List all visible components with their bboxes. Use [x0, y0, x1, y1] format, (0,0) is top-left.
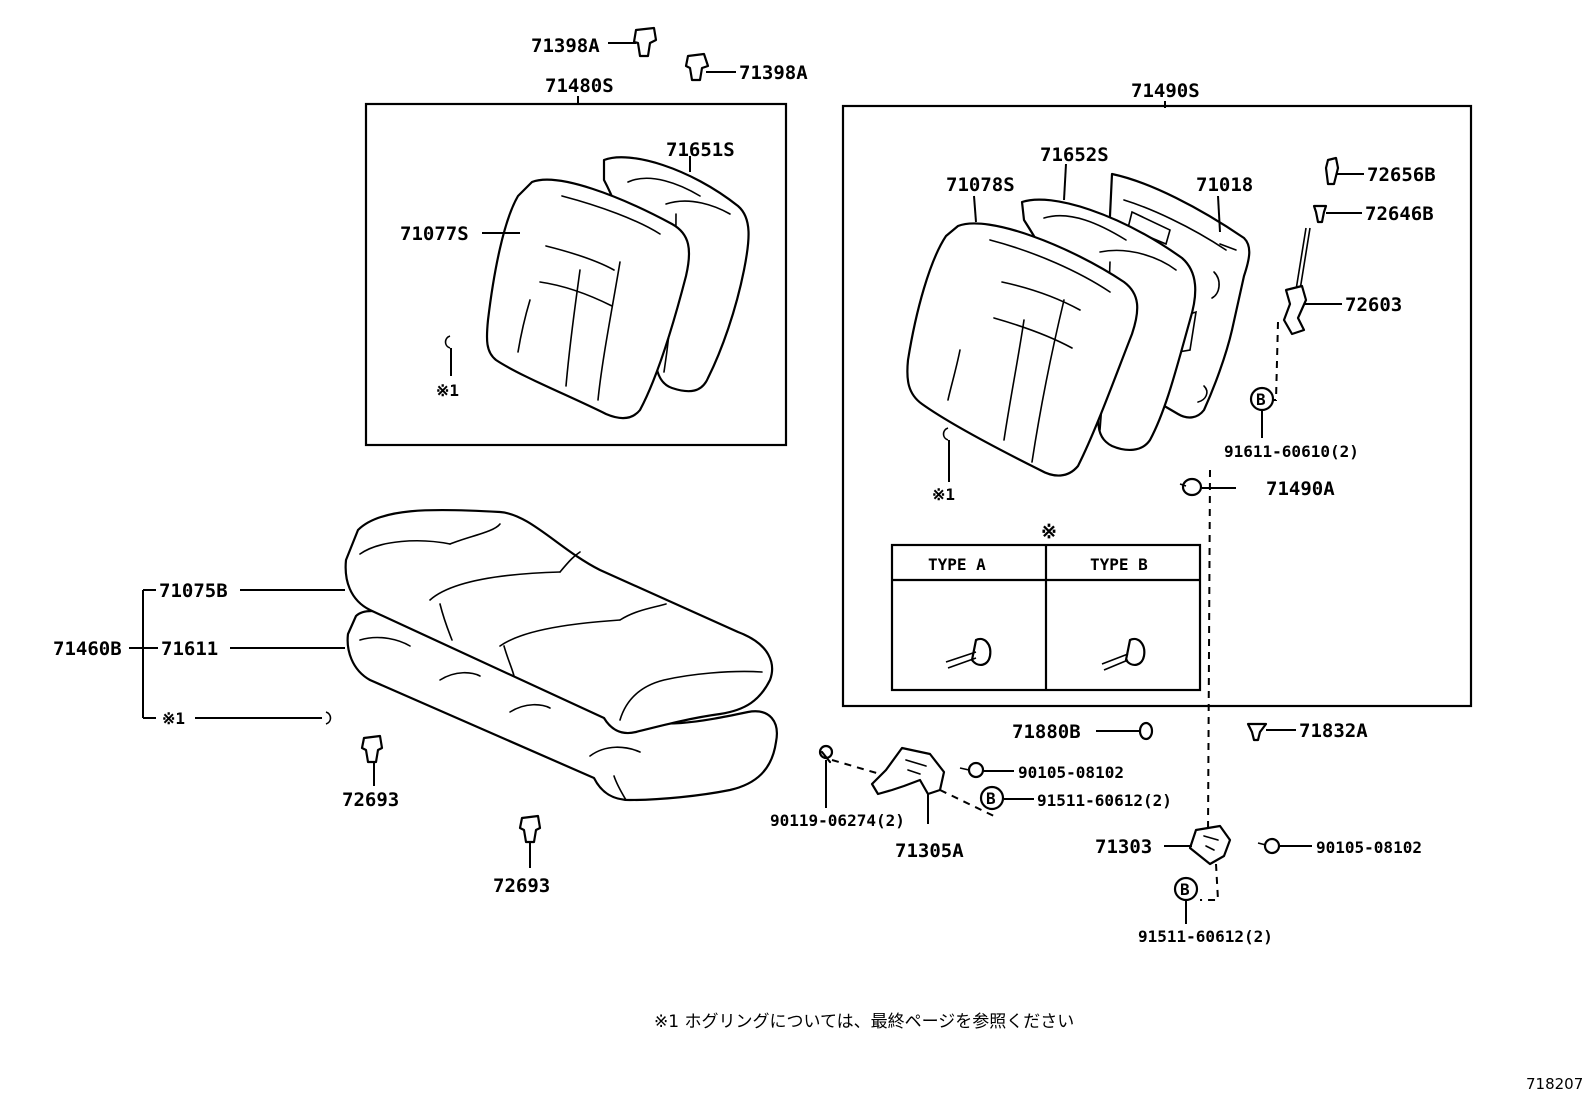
label-91511-60612-1: 91511-60612(2) [1037, 791, 1172, 810]
label-72693-1: 72693 [342, 789, 399, 811]
nut-90105-2 [1257, 837, 1312, 855]
label-90105-08102-1: 90105-08102 [1018, 763, 1124, 782]
bolt-b-91611: B [1249, 386, 1275, 438]
label-71305a: 71305A [895, 840, 964, 862]
bracket-71460b [129, 589, 345, 725]
label-71652s: 71652S [1040, 144, 1109, 166]
svg-text:B: B [986, 789, 996, 808]
hog-ring-type-table: ※ TYPE A TYPE B [890, 521, 1202, 692]
bolt-b-91511-2: B [1173, 876, 1199, 924]
label-71460b: 71460B [53, 638, 122, 660]
hinge-71303 [1164, 824, 1232, 901]
label-91511-60612-2: 91511-60612(2) [1138, 927, 1273, 946]
label-note1-right: ※1 [932, 485, 955, 504]
label-71303: 71303 [1095, 836, 1152, 858]
clip-71832a [1246, 722, 1296, 742]
label-71490s: 71490S [1131, 80, 1200, 102]
svg-text:B: B [1256, 390, 1266, 409]
label-90119-06274: 90119-06274(2) [770, 811, 905, 830]
label-71880b: 71880B [1012, 721, 1081, 743]
hinge-71305a [818, 744, 999, 824]
label-71075b: 71075B [159, 580, 228, 602]
label-note1-left: ※1 [436, 381, 459, 400]
label-71611: 71611 [161, 638, 218, 660]
diagram-code: 718207 [1526, 1075, 1583, 1093]
assembly-box-71490s [841, 104, 1473, 708]
clip-72693-bottom [518, 814, 542, 868]
bolt-72646b [1312, 204, 1362, 224]
label-71398a-1: 71398A [531, 35, 600, 57]
label-note1-bottom: ※1 [162, 709, 185, 728]
type-a-label: TYPE A [928, 555, 986, 574]
clip-72693-left [360, 734, 384, 786]
clip-71880b [1096, 721, 1154, 741]
cover-71075b [344, 508, 774, 735]
clip-71490a [1179, 477, 1236, 497]
label-71077s: 71077S [400, 223, 469, 245]
type-b-label: TYPE B [1090, 555, 1148, 574]
label-72656b: 72656B [1367, 164, 1436, 186]
label-72646b: 72646B [1365, 203, 1434, 225]
clip-71398a-top [608, 26, 658, 58]
bolt-b-91511-1: B [979, 785, 1034, 811]
label-72693-2: 72693 [493, 875, 550, 897]
assembly-box-71480s [364, 102, 788, 447]
label-71398a-2: 71398A [739, 62, 808, 84]
label-71490a: 71490A [1266, 478, 1335, 500]
label-71078s: 71078S [946, 174, 1015, 196]
label-71018: 71018 [1196, 174, 1253, 196]
label-91611-60610: 91611-60610(2) [1224, 442, 1359, 461]
type-table-marker: ※ [1041, 521, 1057, 543]
label-71832a: 71832A [1299, 720, 1368, 742]
cover-71078s [906, 222, 1139, 477]
lock-72603 [1282, 227, 1342, 336]
label-90105-08102-2: 90105-08102 [1316, 838, 1422, 857]
footnote-hog-ring: ※1 ホグリングについては、最終ページを参照ください [654, 1012, 1074, 1032]
label-71480s: 71480S [545, 75, 614, 97]
label-72603: 72603 [1345, 294, 1402, 316]
label-71651s: 71651S [666, 139, 735, 161]
svg-text:B: B [1180, 880, 1190, 899]
clip-71398a-right [684, 52, 736, 82]
nut-90105-1 [959, 761, 1014, 779]
headrest-guide-72656b [1324, 156, 1364, 186]
cover-71077s [485, 178, 691, 420]
